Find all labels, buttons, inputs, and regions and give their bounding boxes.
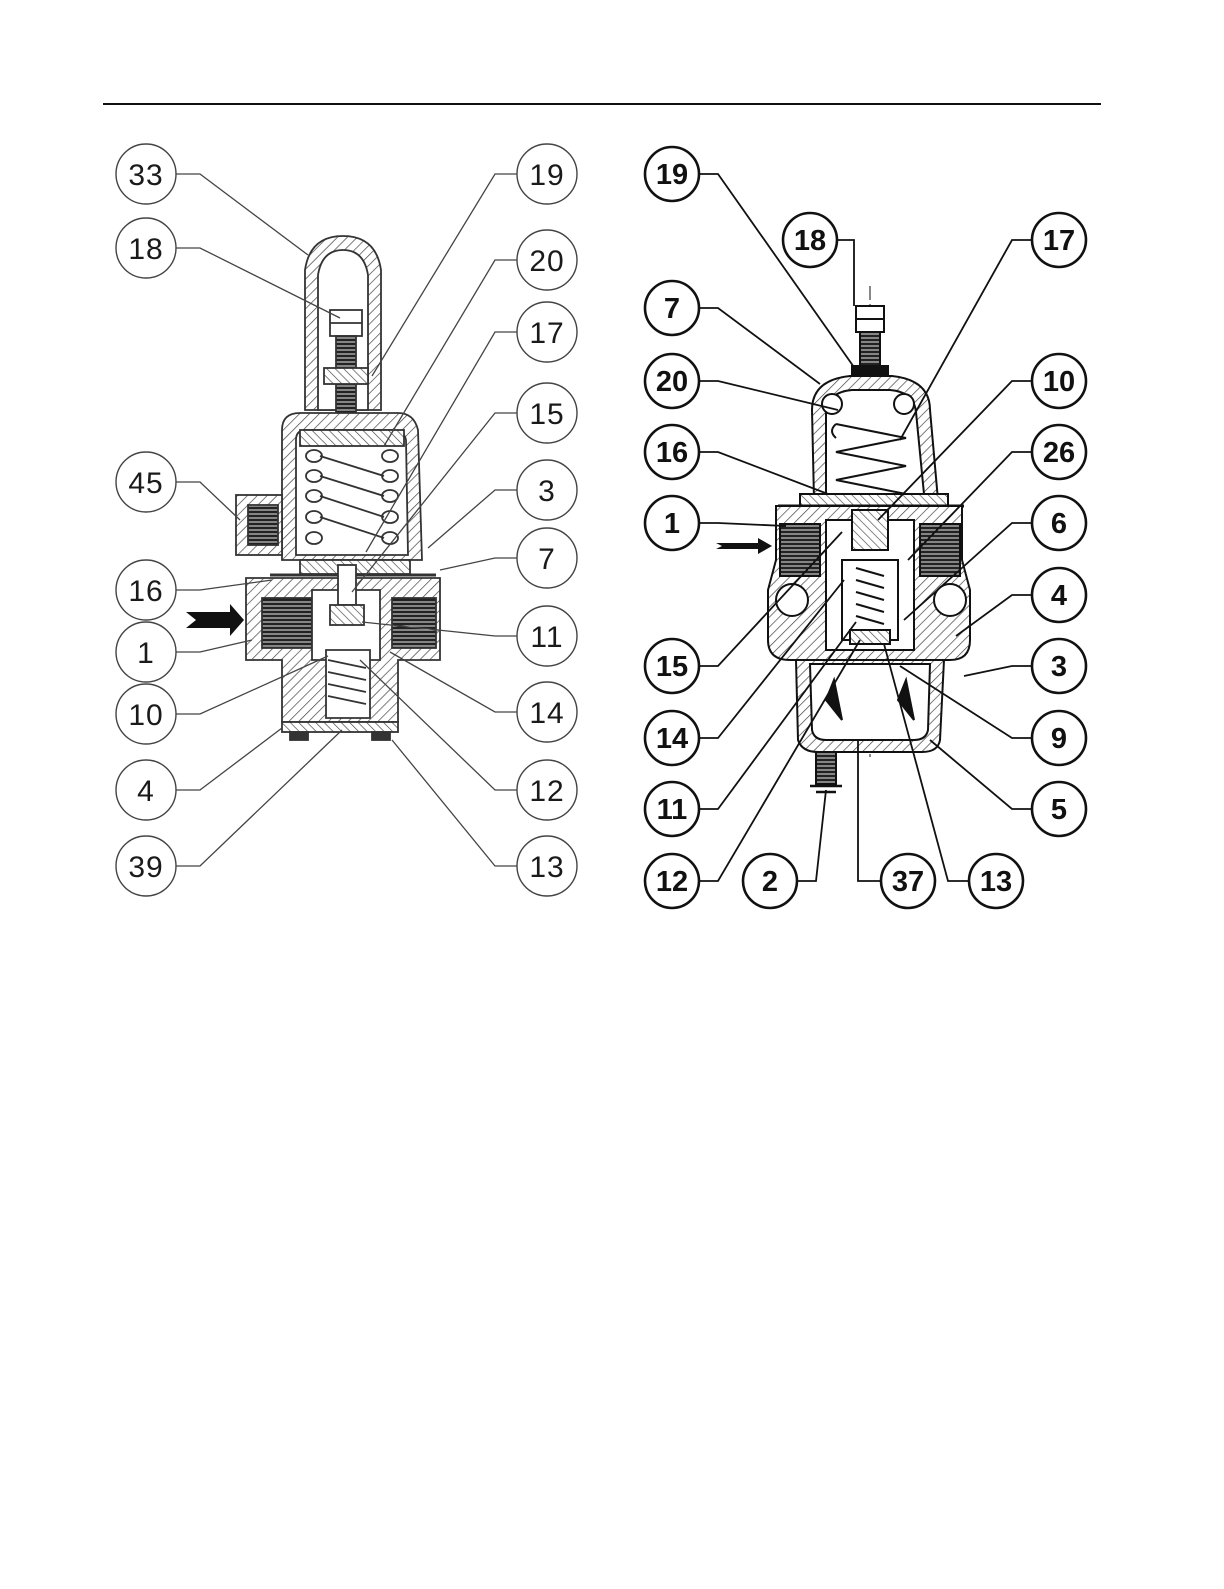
right-callout-18: 18 bbox=[783, 213, 837, 267]
svg-text:37: 37 bbox=[892, 866, 924, 898]
left-valve-drawing bbox=[236, 236, 440, 740]
svg-text:20: 20 bbox=[529, 245, 564, 278]
left-callout-1: 1 bbox=[116, 622, 176, 682]
left-callout-19: 19 bbox=[517, 144, 577, 204]
left-callout-16: 16 bbox=[116, 560, 176, 620]
svg-text:13: 13 bbox=[529, 851, 564, 884]
left-callout-14: 14 bbox=[517, 682, 577, 742]
svg-text:7: 7 bbox=[538, 543, 556, 576]
right-callout-17: 17 bbox=[1032, 213, 1086, 267]
right-callout-10: 10 bbox=[1032, 354, 1086, 408]
svg-text:1: 1 bbox=[137, 637, 155, 670]
svg-text:19: 19 bbox=[656, 159, 688, 191]
right-callout-15: 15 bbox=[645, 639, 699, 693]
svg-text:26: 26 bbox=[1043, 437, 1075, 469]
left-callout-7: 7 bbox=[517, 528, 577, 588]
svg-text:39: 39 bbox=[128, 851, 163, 884]
svg-text:1: 1 bbox=[664, 508, 680, 540]
right-callout-14: 14 bbox=[645, 711, 699, 765]
svg-text:14: 14 bbox=[529, 697, 564, 730]
left-callout-12: 12 bbox=[517, 760, 577, 820]
right-callout-5: 5 bbox=[1032, 782, 1086, 836]
left-callout-10: 10 bbox=[116, 684, 176, 744]
svg-text:2: 2 bbox=[762, 866, 778, 898]
right-callout-19: 19 bbox=[645, 147, 699, 201]
right-callout-1: 1 bbox=[645, 496, 699, 550]
svg-text:20: 20 bbox=[656, 366, 688, 398]
right-callout-37: 37 bbox=[881, 854, 935, 908]
svg-text:17: 17 bbox=[1043, 225, 1075, 257]
svg-text:19: 19 bbox=[529, 159, 564, 192]
right-drain bbox=[816, 752, 836, 784]
svg-text:17: 17 bbox=[529, 317, 564, 350]
left-callout-13: 13 bbox=[517, 836, 577, 896]
svg-text:11: 11 bbox=[530, 621, 563, 654]
svg-text:14: 14 bbox=[656, 723, 688, 755]
left-callout-4: 4 bbox=[116, 760, 176, 820]
left-callout-15: 15 bbox=[517, 383, 577, 443]
right-callout-13: 13 bbox=[969, 854, 1023, 908]
right-callout-12: 12 bbox=[645, 854, 699, 908]
right-callout-7: 7 bbox=[645, 281, 699, 335]
svg-text:12: 12 bbox=[656, 866, 688, 898]
svg-text:10: 10 bbox=[1043, 366, 1075, 398]
svg-text:10: 10 bbox=[128, 699, 163, 732]
right-callout-2: 2 bbox=[743, 854, 797, 908]
left-callout-33: 33 bbox=[116, 144, 176, 204]
right-callout-16: 16 bbox=[645, 425, 699, 479]
right-callout-3: 3 bbox=[1032, 639, 1086, 693]
right-callout-4: 4 bbox=[1032, 568, 1086, 622]
left-callout-11: 11 bbox=[517, 606, 577, 666]
svg-text:9: 9 bbox=[1051, 723, 1067, 755]
right-valve-drawing bbox=[768, 286, 970, 792]
right-callout-26: 26 bbox=[1032, 425, 1086, 479]
left-callout-17: 17 bbox=[517, 302, 577, 362]
svg-text:12: 12 bbox=[529, 775, 564, 808]
svg-text:33: 33 bbox=[128, 159, 163, 192]
svg-text:18: 18 bbox=[794, 225, 826, 257]
svg-text:4: 4 bbox=[1051, 580, 1067, 612]
svg-text:15: 15 bbox=[656, 651, 688, 683]
left-callout-20: 20 bbox=[517, 230, 577, 290]
left-callout-45: 45 bbox=[116, 452, 176, 512]
right-inlet-arrow bbox=[716, 538, 772, 554]
svg-text:13: 13 bbox=[980, 866, 1012, 898]
svg-text:3: 3 bbox=[1051, 651, 1067, 683]
right-callout-9: 9 bbox=[1032, 711, 1086, 765]
right-callout-11: 11 bbox=[645, 782, 699, 836]
left-bottom-plug bbox=[282, 722, 398, 732]
svg-text:5: 5 bbox=[1051, 794, 1067, 826]
right-callout-20: 20 bbox=[645, 354, 699, 408]
svg-text:16: 16 bbox=[128, 575, 163, 608]
svg-text:16: 16 bbox=[656, 437, 688, 469]
left-inlet-arrow bbox=[186, 604, 244, 636]
svg-text:7: 7 bbox=[664, 293, 680, 325]
svg-text:3: 3 bbox=[538, 475, 556, 508]
svg-text:45: 45 bbox=[128, 467, 163, 500]
left-callout-18: 18 bbox=[116, 218, 176, 278]
svg-text:4: 4 bbox=[137, 775, 155, 808]
svg-text:15: 15 bbox=[529, 398, 564, 431]
right-callout-6: 6 bbox=[1032, 496, 1086, 550]
svg-text:6: 6 bbox=[1051, 508, 1067, 540]
svg-text:11: 11 bbox=[657, 794, 688, 826]
left-callout-3: 3 bbox=[517, 460, 577, 520]
svg-text:18: 18 bbox=[128, 233, 163, 266]
left-callout-39: 39 bbox=[116, 836, 176, 896]
